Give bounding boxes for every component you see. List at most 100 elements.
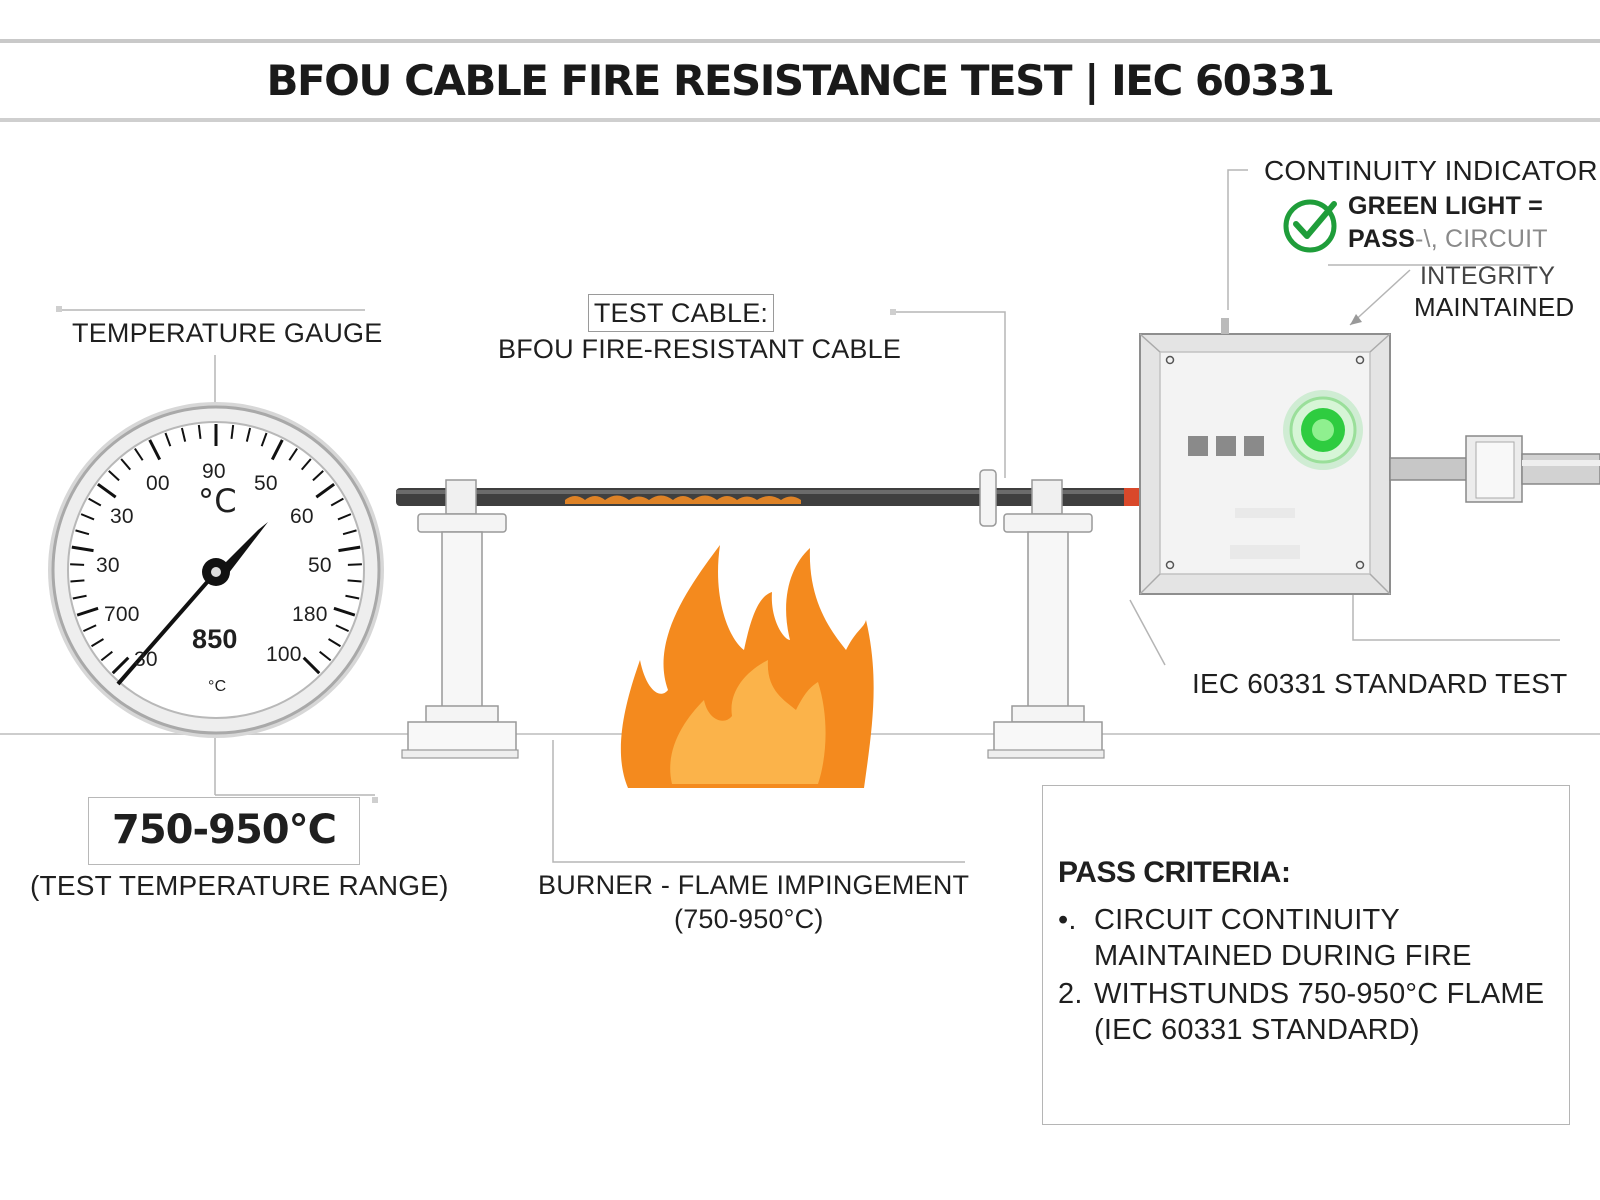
gauge-tick xyxy=(75,529,90,536)
gauge-tick xyxy=(71,545,94,553)
cable-label-subtitle: BFOU FIRE-RESISTANT CABLE xyxy=(498,334,902,364)
gauge-tick xyxy=(148,439,162,461)
continuity-title: CONTINUITY INDICATOR xyxy=(1264,155,1598,186)
gauge-tick xyxy=(345,594,360,600)
gauge-tick xyxy=(328,638,342,648)
gauge-scale-label: 30 xyxy=(134,648,158,671)
continuity-line-3: INTEGRITY xyxy=(1420,262,1556,290)
continuity-line-1: GREEN LIGHT = xyxy=(1348,192,1543,220)
temperature-range-value: 750-950°C xyxy=(88,797,360,865)
burner-temperature: (750-950°C) xyxy=(674,904,824,934)
gauge-tick xyxy=(76,606,99,617)
gauge-tick xyxy=(82,624,97,633)
gauge-tick xyxy=(288,448,298,461)
gauge-tick xyxy=(80,513,95,521)
gauge-tick xyxy=(230,424,235,440)
pass-word: PASS xyxy=(1348,225,1416,253)
gauge-unit: °C xyxy=(198,482,237,520)
burner-flame xyxy=(620,545,874,788)
page-title: BFOU CABLE FIRE RESISTANCE TEST | IEC 60… xyxy=(266,56,1335,105)
left-support xyxy=(401,479,519,759)
gauge-scale-label: 50 xyxy=(308,554,332,577)
gauge-tick xyxy=(180,427,187,442)
gauge-tick xyxy=(300,458,312,471)
gauge-tick xyxy=(302,656,321,675)
gauge-scale-label: 700 xyxy=(104,603,140,626)
gauge-tick xyxy=(197,424,202,440)
gauge-tick xyxy=(337,513,352,521)
gauge-tick xyxy=(70,579,85,583)
leader-node xyxy=(372,797,378,803)
gauge-tick xyxy=(333,606,356,617)
pass-item-text: MAINTAINED DURING FIRE xyxy=(1094,940,1472,972)
temperature-gauge xyxy=(48,402,384,738)
right-support xyxy=(979,469,1105,759)
pass-item-text: CIRCUIT CONTINUITY xyxy=(1094,904,1400,936)
gauge-tick xyxy=(260,432,268,447)
conduit-pipe xyxy=(1389,435,1600,503)
pass-criteria-title: PASS CRITERIA: xyxy=(1058,856,1291,889)
check-circle-icon xyxy=(1283,199,1337,253)
status-led-1 xyxy=(1188,436,1208,456)
pass-item-marker: 2. xyxy=(1058,978,1083,1010)
gauge-tick xyxy=(347,563,362,566)
gauge-scale-label: 50 xyxy=(254,472,278,495)
gauge-ticks xyxy=(70,424,362,675)
gauge-tick xyxy=(330,497,344,507)
continuity-leaders xyxy=(1129,169,1560,666)
cable-label-title: TEST CABLE: xyxy=(588,294,774,332)
gauge-needle xyxy=(116,522,268,686)
continuity-line-2: PASS-\, CIRCUIT xyxy=(1348,225,1548,254)
gauge-tick xyxy=(70,563,85,566)
burner-leader xyxy=(552,740,965,863)
gauge-scale-label: 00 xyxy=(146,472,170,495)
gauge-tick xyxy=(347,579,362,583)
gauge-tick xyxy=(134,448,144,461)
gauge-tick xyxy=(72,594,87,600)
green-light-icon xyxy=(1283,390,1363,470)
gauge-tick xyxy=(338,545,361,553)
gauge-scale-label: 30 xyxy=(110,505,134,528)
gauge-title: TEMPERATURE GAUGE xyxy=(72,318,383,348)
gauge-tick xyxy=(342,529,357,536)
gauge-tick xyxy=(335,624,350,633)
gauge-tick xyxy=(312,470,324,482)
test-cable xyxy=(396,488,1142,506)
pass-item-marker: •. xyxy=(1058,904,1077,936)
gauge-scale-label: 60 xyxy=(290,505,314,528)
burner-label: BURNER - FLAME IMPINGEMENT xyxy=(538,870,970,900)
continuity-indicator-box xyxy=(1139,318,1391,595)
gauge-tick xyxy=(315,482,335,499)
gauge-tick xyxy=(111,656,130,675)
gauge-tick xyxy=(164,432,172,447)
gauge-scale-label: 30 xyxy=(96,554,120,577)
gauge-tick xyxy=(245,427,252,442)
charring-flames xyxy=(565,495,801,504)
gauge-tick xyxy=(88,497,102,507)
status-led-3 xyxy=(1244,436,1264,456)
continuity-line-4: MAINTAINED xyxy=(1414,292,1575,322)
gauge-scale-label: 100 xyxy=(266,643,302,666)
cable-leader xyxy=(893,311,1006,478)
leader-node xyxy=(56,306,62,312)
gauge-tick xyxy=(97,482,117,499)
gauge-reading: 850 xyxy=(192,624,238,654)
pass-criteria-box xyxy=(1042,785,1570,1125)
continuity-line-2-rest: -\, CIRCUIT xyxy=(1415,225,1548,253)
cable-end-marker xyxy=(1124,488,1142,506)
pass-item-text: (IEC 60331 STANDARD) xyxy=(1094,1014,1420,1046)
gauge-scale-label: 90 xyxy=(202,460,226,483)
pass-item-text: WITHSTUNDS 750-950°C FLAME xyxy=(1094,978,1545,1010)
temperature-range-caption: (TEST TEMPERATURE RANGE) xyxy=(30,870,449,901)
standard-test-label: IEC 60331 STANDARD TEST xyxy=(1192,668,1568,699)
gauge-tick xyxy=(100,650,113,662)
status-led-2 xyxy=(1216,436,1236,456)
gauge-tick xyxy=(90,638,104,648)
gauge-tick xyxy=(270,439,284,461)
gauge-unit-small: °C xyxy=(208,678,227,695)
gauge-tick xyxy=(319,650,332,662)
gauge-tick xyxy=(108,470,120,482)
gauge-scale-label: 180 xyxy=(292,603,328,626)
